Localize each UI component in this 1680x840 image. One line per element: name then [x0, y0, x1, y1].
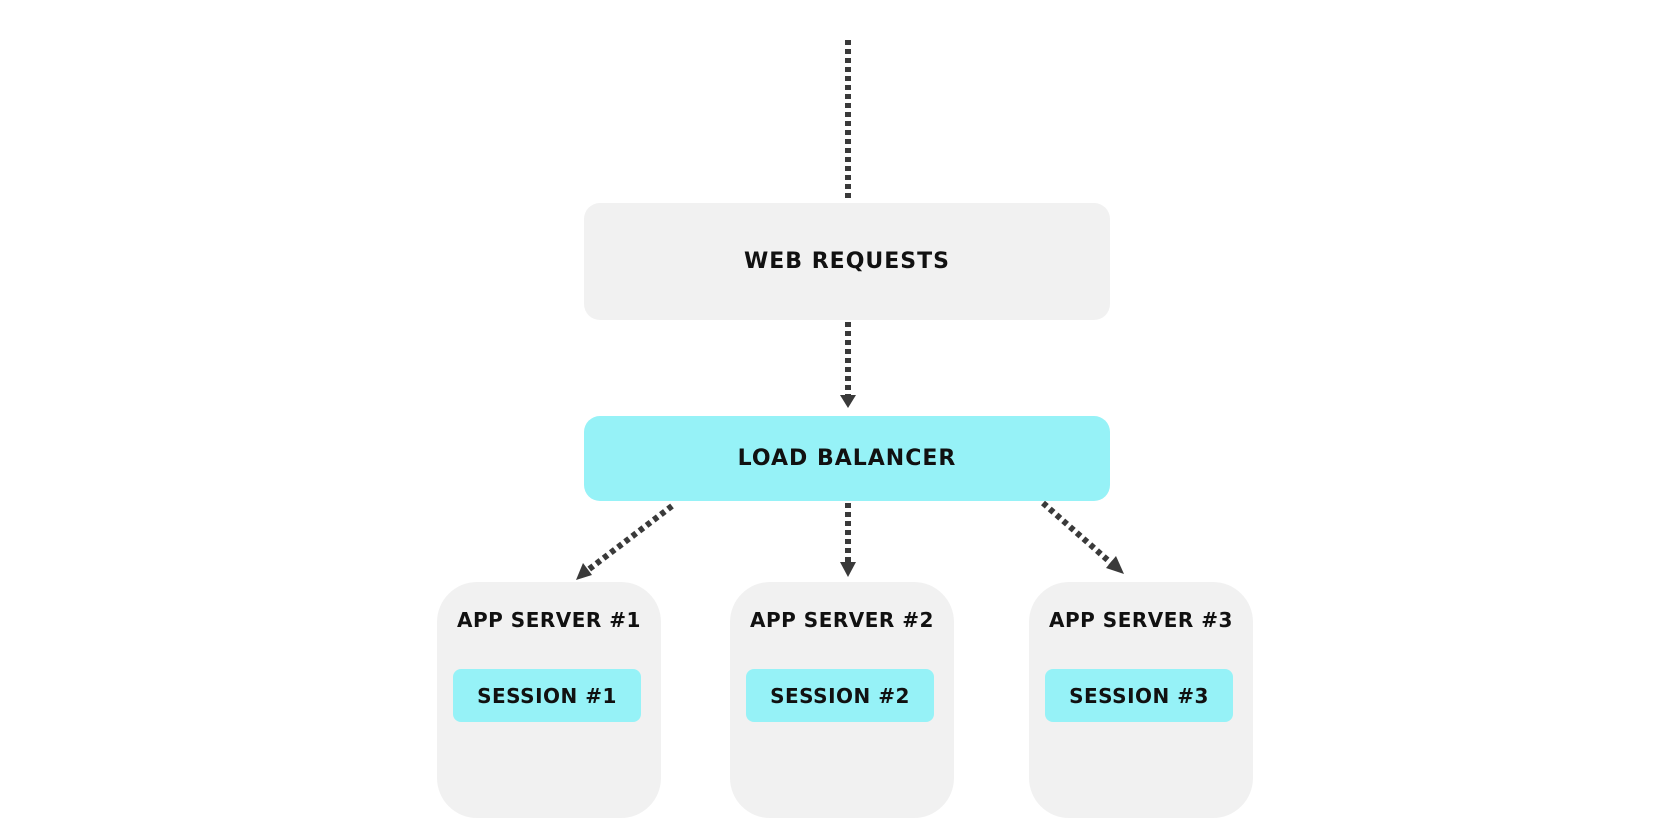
app-server-2-title: APP SERVER #2	[750, 608, 934, 632]
session-2-box: SESSION #2	[746, 669, 934, 722]
web-to-loadbalancer-arrowhead	[840, 395, 856, 408]
loadbalancer-to-server-2-arrowhead	[840, 562, 856, 577]
web-requests-node: WEB REQUESTS	[584, 203, 1110, 320]
session-1-box: SESSION #1	[453, 669, 641, 722]
app-server-3-title: APP SERVER #3	[1049, 608, 1233, 632]
app-server-3-node: APP SERVER #3 SESSION #3	[1029, 582, 1253, 818]
loadbalancer-to-server-3-arrow	[1041, 500, 1113, 566]
load-balancer-label: LOAD BALANCER	[737, 446, 957, 471]
session-3-box: SESSION #3	[1045, 669, 1233, 722]
loadbalancer-to-server-3-arrowhead	[1106, 556, 1124, 574]
app-server-1-node: APP SERVER #1 SESSION #1	[437, 582, 661, 818]
app-server-2-node: APP SERVER #2 SESSION #2	[730, 582, 954, 818]
web-requests-label: WEB REQUESTS	[744, 249, 950, 274]
loadbalancer-to-server-1-arrowhead	[576, 563, 592, 580]
load-balancer-node: LOAD BALANCER	[584, 416, 1110, 501]
loadbalancer-to-server-1-arrow	[586, 503, 674, 573]
app-server-1-title: APP SERVER #1	[457, 608, 641, 632]
